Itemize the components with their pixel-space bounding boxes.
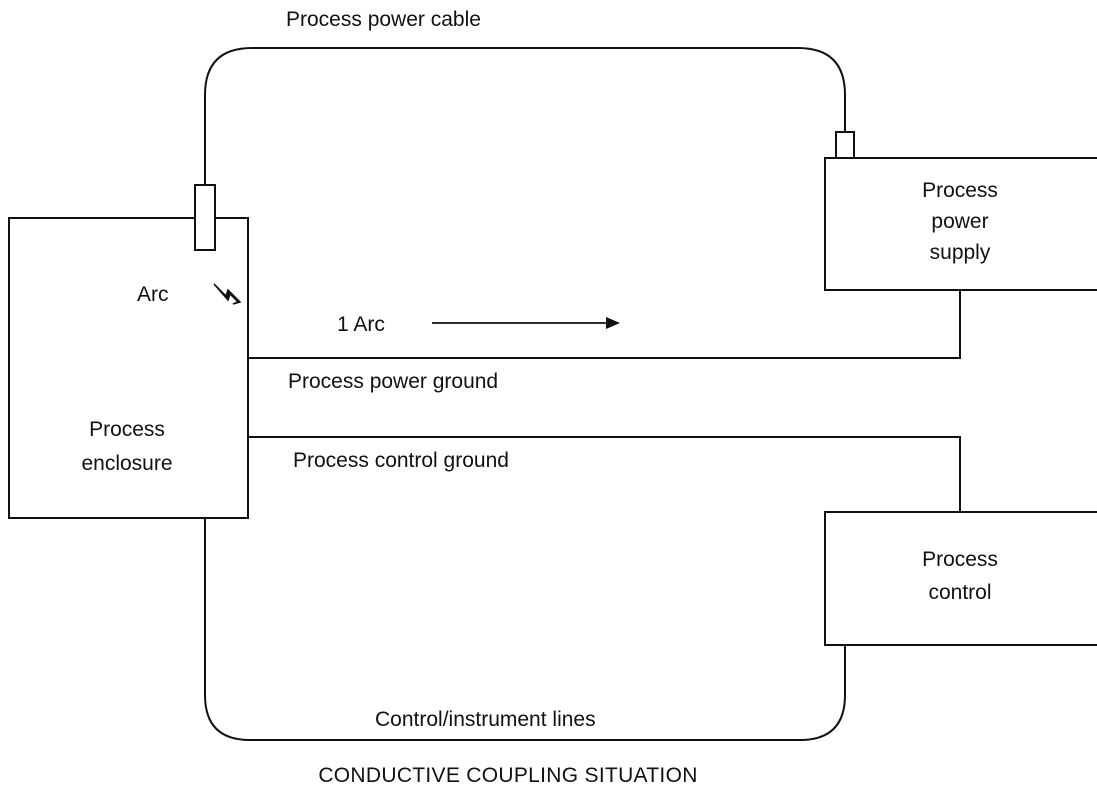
arc-lightning-icon [213, 283, 242, 305]
process-power-cable [204, 47, 846, 185]
supply-cable-connector [835, 131, 855, 159]
process-enclosure-box [8, 217, 249, 519]
enclosure-connector-body [194, 184, 216, 251]
control-label-line-2: control [928, 581, 991, 604]
label-arc: Arc [137, 283, 169, 306]
process-power-supply-box [824, 157, 1097, 291]
process-power-ground-wire [248, 290, 961, 359]
label-process-power-ground: Process power ground [288, 370, 498, 393]
power-supply-label-line-3: supply [930, 241, 991, 264]
power-supply-label-line-2: power [931, 210, 988, 233]
process-control-box [824, 511, 1097, 646]
label-arc-current: 1 Arc [337, 313, 385, 336]
control-instrument-lines [204, 518, 846, 741]
label-process-power-cable: Process power cable [286, 8, 481, 31]
enclosure-label-line-1: Process [89, 418, 165, 441]
control-label-line-1: Process [922, 548, 998, 571]
label-process-control-ground: Process control ground [293, 449, 509, 472]
process-control-ground-wire [248, 436, 961, 512]
arc-current-arrowhead [606, 317, 620, 329]
label-control-instrument-lines: Control/instrument lines [375, 708, 596, 731]
enclosure-label-line-2: enclosure [81, 452, 172, 475]
diagram-title: CONDUCTIVE COUPLING SITUATION [318, 764, 697, 787]
power-supply-label-line-1: Process [922, 179, 998, 202]
